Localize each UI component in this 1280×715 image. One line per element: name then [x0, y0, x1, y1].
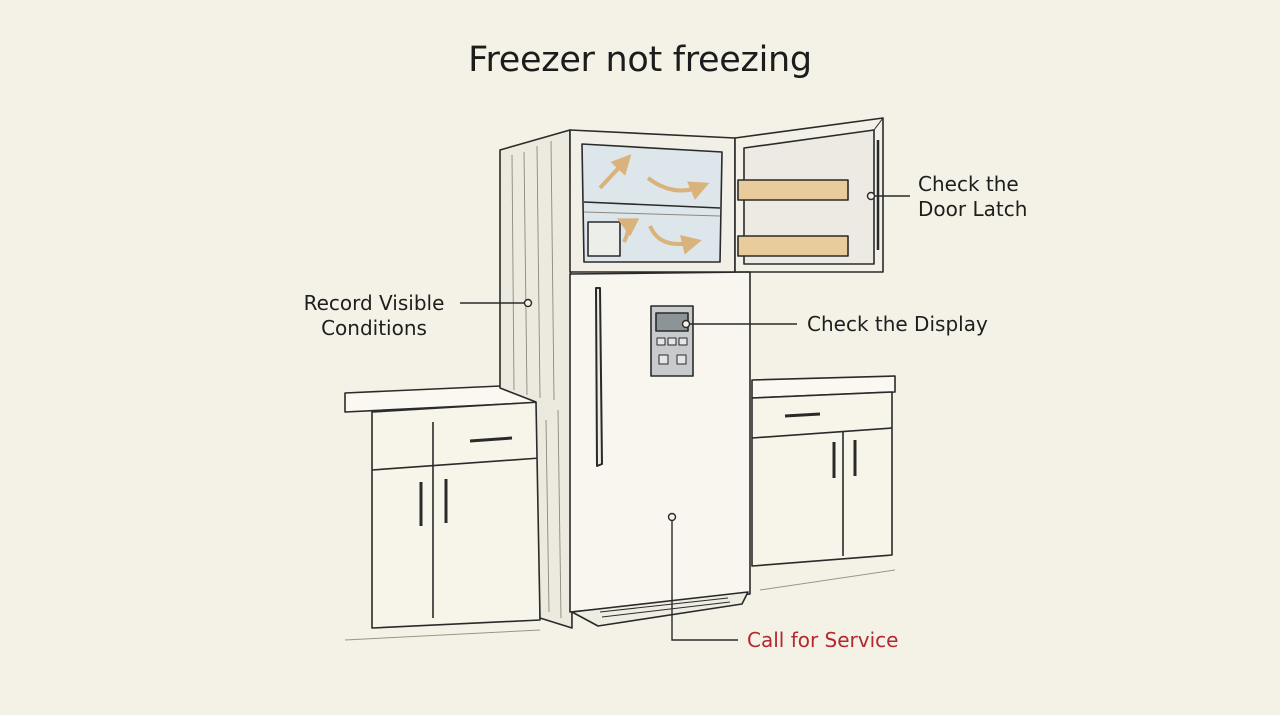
callout-display: Check the Display — [807, 312, 988, 336]
leader-service — [667, 512, 738, 641]
callout-door-latch: Check the Door Latch — [918, 172, 1028, 221]
freezer-shelf — [583, 201, 721, 209]
door-shelf-bottom — [737, 235, 849, 257]
fridge-main-door — [569, 271, 751, 613]
freezer-bin — [587, 221, 621, 257]
door-handle — [595, 287, 603, 467]
left-cabinet — [344, 383, 549, 629]
leader-display — [681, 319, 797, 329]
page-title: Freezer not freezing — [468, 40, 812, 80]
freezer-door — [734, 117, 884, 273]
side-hatching — [511, 140, 562, 619]
floor-lines — [344, 569, 896, 641]
leader-door-latch — [866, 191, 910, 201]
door-shelf-top — [737, 179, 849, 201]
leader-visible-conditions — [460, 298, 533, 308]
right-cabinet — [751, 375, 896, 567]
callout-visible-conditions: Record Visible Conditions — [303, 291, 445, 340]
callout-service: Call for Service — [747, 628, 899, 652]
base-grille — [571, 591, 749, 627]
control-display-panel — [650, 305, 694, 377]
airflow-arrows-icon — [598, 154, 710, 255]
